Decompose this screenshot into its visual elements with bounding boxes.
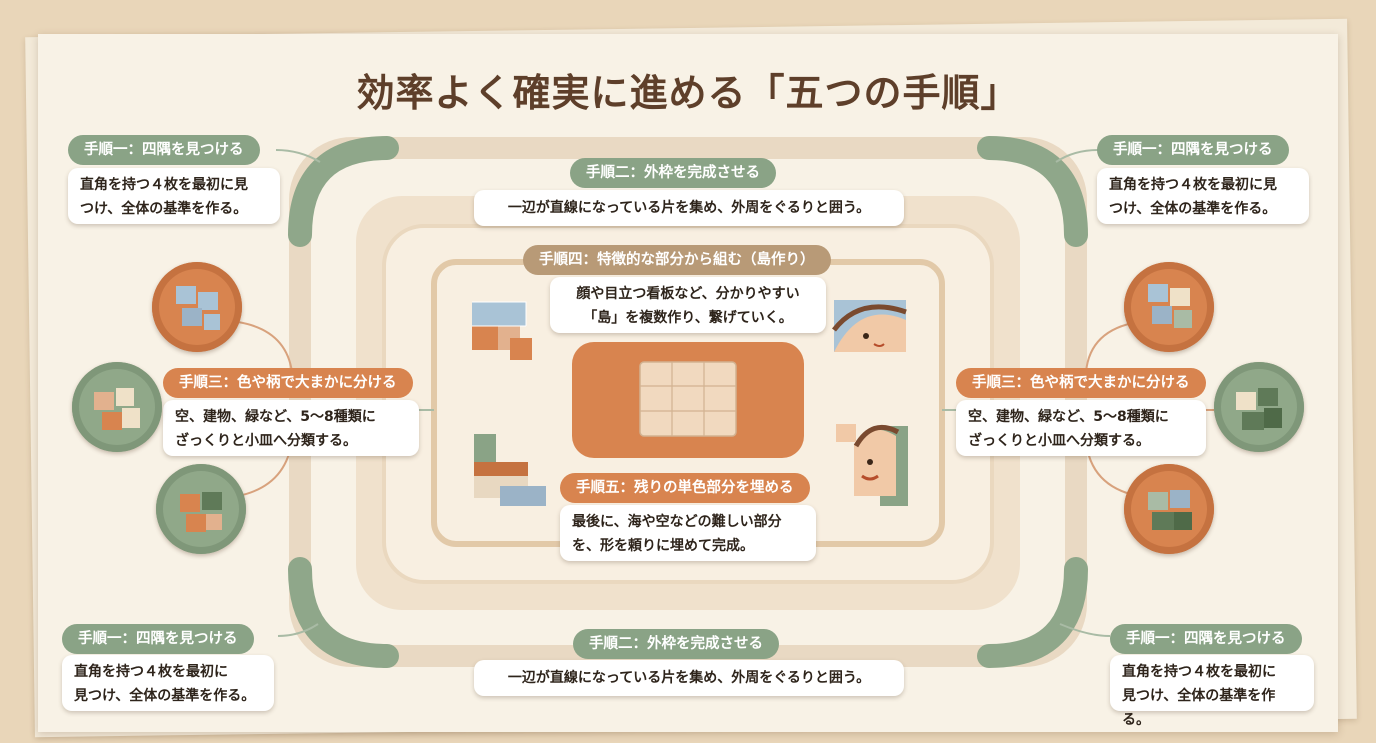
step1-text-line: 直角を持つ４枚を最初に見	[1109, 177, 1277, 193]
step1-label-bottom-left: 手順一：四隅を見つける	[62, 624, 254, 654]
step2-box-top: 一辺が直線になっている片を集め、外周をぐるりと囲う。	[474, 190, 904, 226]
step5-box: 最後に、海や空などの難しい部分 を、形を頼りに埋めて完成。	[560, 505, 816, 561]
step5-text-line: を、形を頼りに埋めて完成。	[572, 538, 754, 554]
step5-text-line: 最後に、海や空などの難しい部分	[572, 514, 782, 530]
puzzle-pieces-icon	[1148, 490, 1192, 530]
step3-box-left: 空、建物、緑など、5〜8種類に ざっくりと小皿へ分類する。	[163, 400, 419, 456]
assembled-puzzle	[639, 361, 737, 437]
sorting-plate-buildings-left	[72, 362, 162, 452]
sorting-plate-green-left	[156, 464, 246, 554]
step1-box-top-left: 直角を持つ４枚を最初に見 つけ、全体の基準を作る。	[68, 168, 280, 224]
step5-label: 手順五：残りの単色部分を埋める	[560, 473, 810, 503]
puzzle-pieces-icon	[94, 388, 140, 430]
step2-box-bottom: 一辺が直線になっている片を集め、外周をぐるりと囲う。	[474, 660, 904, 696]
step4-text-line: 「島」を複数作り、繋げていく。	[583, 310, 793, 326]
sorting-plate-sky-right	[1124, 262, 1214, 352]
step2-label-bottom: 手順二：外枠を完成させる	[573, 629, 779, 659]
puzzle-pieces-icon	[180, 492, 222, 532]
corner-piece-bottom-left	[288, 557, 399, 668]
corner-piece-top-left	[288, 136, 399, 247]
puzzle-island-bottom-right	[836, 424, 908, 506]
step1-label-bottom-right: 手順一：四隅を見つける	[1110, 624, 1302, 654]
step1-label-top-right: 手順一：四隅を見つける	[1097, 135, 1289, 165]
step3-text-line: 空、建物、緑など、5〜8種類に	[968, 409, 1169, 425]
puzzle-island-top-left	[472, 301, 532, 360]
sorting-plate-dark-right	[1124, 464, 1214, 554]
diagram-title: 効率よく確実に進める「五つの手順」	[356, 71, 1020, 115]
step1-text-line: 見つけ、全体の基準を作る。	[74, 688, 256, 704]
step1-label-top-left: 手順一：四隅を見つける	[68, 135, 260, 165]
step3-text-line: ざっくりと小皿へ分類する。	[175, 433, 357, 449]
step3-label-left: 手順三：色や柄で大まかに分ける	[163, 368, 413, 398]
puzzle-pieces-icon	[1236, 388, 1282, 430]
step3-text-line: ざっくりと小皿へ分類する。	[968, 433, 1150, 449]
step3-box-right: 空、建物、緑など、5〜8種類に ざっくりと小皿へ分類する。	[956, 400, 1206, 456]
step2-text: 一辺が直線になっている片を集め、外周をぐるりと囲う。	[507, 670, 871, 686]
step2-text: 一辺が直線になっている片を集め、外周をぐるりと囲う。	[507, 200, 871, 216]
puzzle-pieces-icon	[176, 286, 220, 330]
puzzle-island-top-right	[832, 300, 907, 352]
step4-box: 顔や目立つ看板など、分かりやすい 「島」を複数作り、繋げていく。	[550, 277, 826, 333]
step1-box-bottom-left: 直角を持つ４枚を最初に 見つけ、全体の基準を作る。	[62, 655, 274, 711]
corner-piece-top-right	[977, 136, 1088, 247]
step1-box-bottom-right: 直角を持つ４枚を最初に 見つけ、全体の基準を作る。	[1110, 655, 1314, 728]
puzzle-pieces-icon	[1148, 284, 1192, 328]
sorting-plate-green-right	[1214, 362, 1304, 452]
step3-label-right: 手順三：色や柄で大まかに分ける	[956, 368, 1206, 398]
corner-piece-bottom-right	[977, 557, 1088, 668]
step1-text-line: 直角を持つ４枚を最初に見	[80, 177, 248, 193]
sorting-plate-sky-left	[152, 262, 242, 352]
assembled-puzzle-seams	[640, 362, 736, 436]
step3-text-line: 空、建物、緑など、5〜8種類に	[175, 409, 376, 425]
step1-box-top-right: 直角を持つ４枚を最初に見 つけ、全体の基準を作る。	[1097, 168, 1309, 224]
step4-label: 手順四：特徴的な部分から組む（島作り）	[523, 245, 831, 275]
step4-text-line: 顔や目立つ看板など、分かりやすい	[576, 286, 800, 302]
step1-text-line: つけ、全体の基準を作る。	[80, 201, 248, 217]
puzzle-island-bottom-left	[474, 434, 546, 506]
step1-text-line: 直角を持つ４枚を最初に	[74, 664, 228, 680]
step1-text-line: つけ、全体の基準を作る。	[1109, 201, 1277, 217]
step1-text-line: 見つけ、全体の基準を作る。	[1122, 688, 1276, 728]
step1-text-line: 直角を持つ４枚を最初に	[1122, 664, 1276, 680]
step2-label-top: 手順二：外枠を完成させる	[570, 158, 776, 188]
